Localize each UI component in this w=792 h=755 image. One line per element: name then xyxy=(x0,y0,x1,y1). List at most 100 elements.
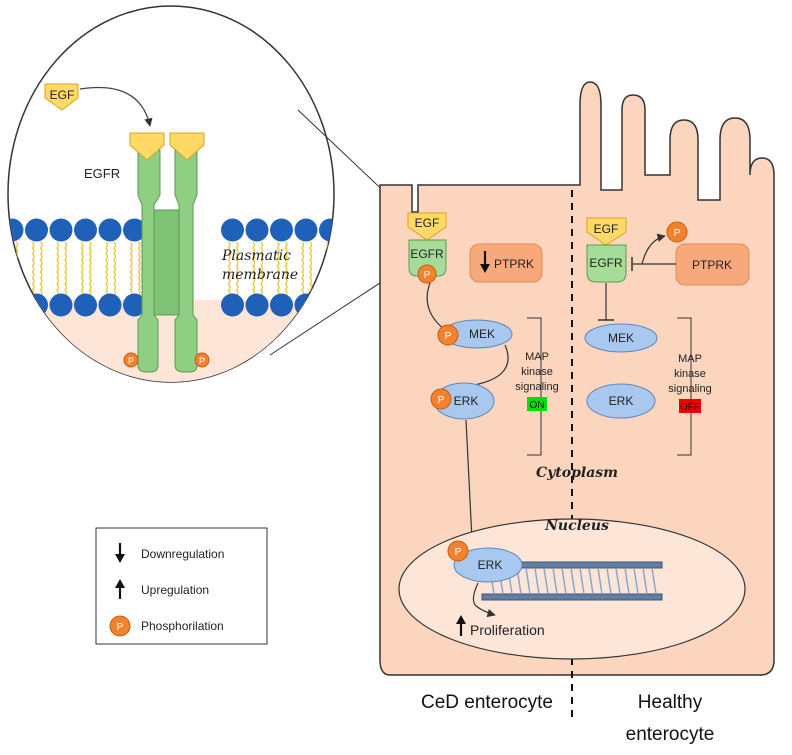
lipid-tail xyxy=(80,241,84,297)
lipid-tail xyxy=(301,241,305,297)
healthy-erk-label: ERK xyxy=(609,394,634,408)
phospho-icon-left xyxy=(123,352,139,368)
lipid-head xyxy=(25,218,48,242)
healthy-signaling-off-badge xyxy=(679,399,701,413)
ced-signaling-on-badge xyxy=(527,397,547,411)
lipid-tail xyxy=(105,241,109,297)
healthy-enterocyte-caption-1: Healthy xyxy=(638,692,703,713)
healthy-signaling-bracket xyxy=(677,317,692,456)
nucleus xyxy=(398,518,746,660)
nuclear-erk-node xyxy=(453,547,523,583)
lipid-tail xyxy=(309,241,313,297)
lipid-tails xyxy=(8,241,334,297)
dna-rung xyxy=(651,567,657,595)
ced-ptprk-box xyxy=(469,243,543,283)
lipid-head xyxy=(49,293,73,317)
lipid-tail xyxy=(39,241,43,297)
nuclear-erk-label: ERK xyxy=(478,558,503,572)
lipid-tail xyxy=(252,241,256,297)
healthy-egfr-receptor xyxy=(586,244,627,283)
lipid-tail xyxy=(235,241,239,297)
lipid-head xyxy=(98,218,122,242)
lipid-head xyxy=(98,293,122,317)
dna-rung xyxy=(624,567,630,595)
lipid-head xyxy=(319,218,334,242)
lipid-tail xyxy=(129,241,133,297)
dna-rung xyxy=(561,567,567,595)
lipid-head xyxy=(270,293,293,317)
ced-egfr-phospho-icon xyxy=(417,264,437,284)
healthy-signaling-label-1: MAP xyxy=(678,353,702,365)
zoom-egfr-label: EGFR xyxy=(84,166,120,181)
dna-rung xyxy=(534,567,540,595)
cytoplasm-label: Cytoplasm xyxy=(536,465,618,481)
phospho-symbol: P xyxy=(128,356,134,366)
phospho-symbol: P xyxy=(674,228,681,239)
lipid-tail xyxy=(56,241,60,297)
ced-mek-label: MEK xyxy=(469,327,495,341)
phospho-symbol: P xyxy=(455,547,462,558)
lipid-tail xyxy=(88,241,92,297)
healthy-egfr-complex: EGF EGFR xyxy=(586,217,627,283)
lipid-tail xyxy=(31,241,35,297)
membrane-label-line2: membrane xyxy=(222,267,298,283)
lipid-head xyxy=(49,218,73,242)
lipid-tail xyxy=(276,241,280,297)
ced-signaling-label-3: signaling xyxy=(515,381,558,393)
lipid-heads-outer xyxy=(8,218,334,242)
dna-rung xyxy=(552,567,558,595)
egf-ligand-bound-left xyxy=(129,132,165,161)
legend: Downregulation Upregulation P Phosphoril… xyxy=(95,527,268,645)
phospho-symbol: P xyxy=(424,270,431,281)
healthy-signaling-state: OFF xyxy=(680,402,700,413)
proliferation-label: Proliferation xyxy=(470,622,545,638)
lipid-head xyxy=(245,293,269,317)
ced-signaling-label-2: kinase xyxy=(521,366,553,378)
ced-egfr-to-mek-link xyxy=(426,282,446,331)
lipid-head xyxy=(221,218,244,242)
lipid-head xyxy=(74,293,97,317)
legend-up-label: Upregulation xyxy=(141,583,209,597)
erk-to-dna-arrow xyxy=(472,582,496,618)
legend-phospho-label: Phosphorilation xyxy=(141,619,224,633)
erk-translocation-arrow xyxy=(465,419,476,541)
ced-signaling-state: ON xyxy=(530,400,545,411)
lipid-head xyxy=(245,218,269,242)
lipid-head xyxy=(319,293,334,317)
egfr-dimer xyxy=(137,149,198,373)
dna-rung xyxy=(588,567,594,595)
ced-erk-phospho-icon xyxy=(430,388,452,410)
dna-rung xyxy=(543,567,549,595)
lipid-head xyxy=(74,218,97,242)
healthy-mek-label: MEK xyxy=(608,331,634,345)
lipid-tail xyxy=(113,241,117,297)
legend-phospho-icon xyxy=(109,615,131,637)
egf-ligand-free xyxy=(44,83,79,111)
lipid-head xyxy=(294,218,318,242)
dna-rung xyxy=(525,567,531,595)
lipid-tail xyxy=(137,241,141,297)
lipid-tail xyxy=(260,241,264,297)
lipid-tail xyxy=(64,241,68,297)
ced-erk-label: ERK xyxy=(454,394,479,408)
lipid-tail xyxy=(227,241,231,297)
dna-rung xyxy=(579,567,585,595)
lipid-tail xyxy=(333,241,334,297)
nuclear-erk-phospho-icon xyxy=(447,540,469,562)
lipid-head xyxy=(123,218,146,242)
lipid-head xyxy=(123,293,146,317)
ced-mek-phospho-icon xyxy=(437,324,459,346)
dephosphorylation-arrow xyxy=(641,233,666,265)
healthy-signaling-label-2: kinase xyxy=(674,368,706,380)
dna-rung xyxy=(642,567,648,595)
phospho-symbol: P xyxy=(445,331,452,342)
lipid-tail xyxy=(8,241,11,297)
lipid-head xyxy=(8,293,24,317)
healthy-egf-label: EGF xyxy=(594,222,619,236)
nucleus-label: Nucleus xyxy=(544,518,609,534)
lipid-head xyxy=(221,293,244,317)
egf-ligand-bound-right xyxy=(169,132,205,161)
released-phospho-icon xyxy=(666,221,688,243)
ced-signaling-bracket xyxy=(527,317,542,456)
phospho-symbol: P xyxy=(438,395,445,406)
